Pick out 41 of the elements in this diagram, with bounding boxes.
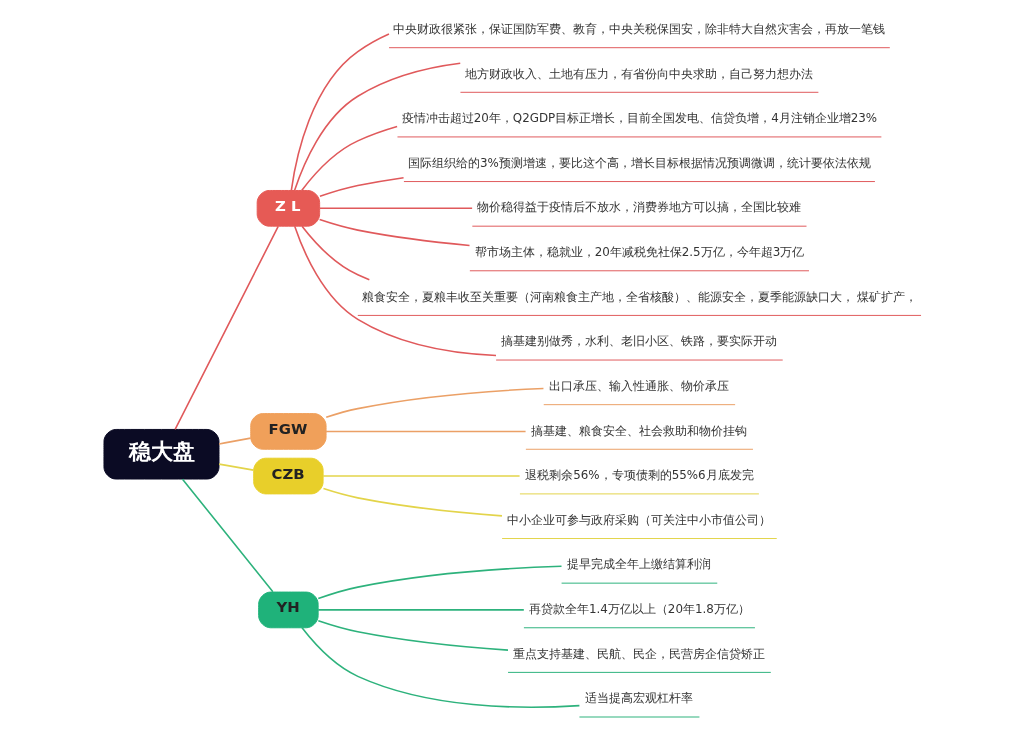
node-text: 搞基建、粮食安全、社会救助和物价挂钩 — [530, 423, 747, 438]
node-text: 地方财政收入、土地有压力，有省份向中央求助，自己努力想办法 — [464, 66, 813, 81]
connector — [316, 565, 562, 600]
node-text: 中央财政很紧张，保证国防军费、教育，中央关税保国安，除非特大自然灾害会，再放一笔钱 — [392, 21, 885, 36]
node-text: 中小企业可参与政府采购（可关注中小市值公司） — [506, 512, 771, 527]
node-box: Z L — [256, 190, 320, 227]
connector — [300, 627, 580, 708]
node-text: 重点支持基建、民航、民企，民营房企信贷矫正 — [512, 646, 765, 661]
node-text: 物价稳得益于疫情后不放水，消费券地方可以搞，全国比较难 — [476, 200, 801, 215]
connector — [300, 225, 370, 281]
connector — [300, 125, 398, 192]
connector — [290, 33, 390, 192]
connector — [324, 387, 544, 419]
connector — [316, 609, 525, 611]
connector — [322, 487, 503, 517]
node-text: 帮市场主体，稳就业，20年减税免社保2.5万亿，今年超3万亿 — [474, 245, 804, 260]
node-box: CZB — [252, 457, 324, 495]
connector — [217, 437, 251, 445]
node-text: 提早完成全年上缴结算利润 — [566, 557, 711, 572]
connector — [321, 475, 520, 477]
node-text: 粮食安全，夏粮丰收至关重要（河南粮食主产地，全省核酸）、能源安全，夏季能源缺口大， 煤矿扩产， — [361, 289, 917, 304]
node-text: 疫情冲击超过20年，Q2GDP目标正增长，目前全国发电、信贷负增，4月注销企业增23% — [401, 111, 877, 126]
node-box: FGW — [249, 413, 327, 450]
node-text: 再贷款全年1.4万亿以上（20年1.8万亿） — [528, 601, 750, 616]
connector — [324, 430, 526, 433]
connector — [293, 225, 497, 357]
connector — [318, 176, 404, 198]
node-text: 国际组织给的3%预测增速，要比这个高，增长目标根据情况预调微调，统计要依法依规 — [407, 155, 871, 170]
connector — [293, 62, 461, 192]
connector — [318, 218, 470, 247]
connector — [318, 207, 473, 210]
node-text: 出口承压、输入性通胀、物价承压 — [548, 378, 729, 393]
connector — [317, 619, 509, 651]
connector — [217, 463, 254, 471]
node-text: 搞基建别做秀，水利、老旧小区、铁路，要实际开动 — [500, 334, 777, 349]
node-text: 退税剩余56%，专项债剩的55%6月底发完 — [524, 468, 754, 483]
connector — [173, 225, 279, 431]
node-box: 稳大盘 — [102, 428, 219, 480]
connector — [181, 478, 274, 593]
node-box: YH — [257, 591, 319, 629]
node-text: 适当提高宏观杠杆率 — [584, 691, 693, 706]
